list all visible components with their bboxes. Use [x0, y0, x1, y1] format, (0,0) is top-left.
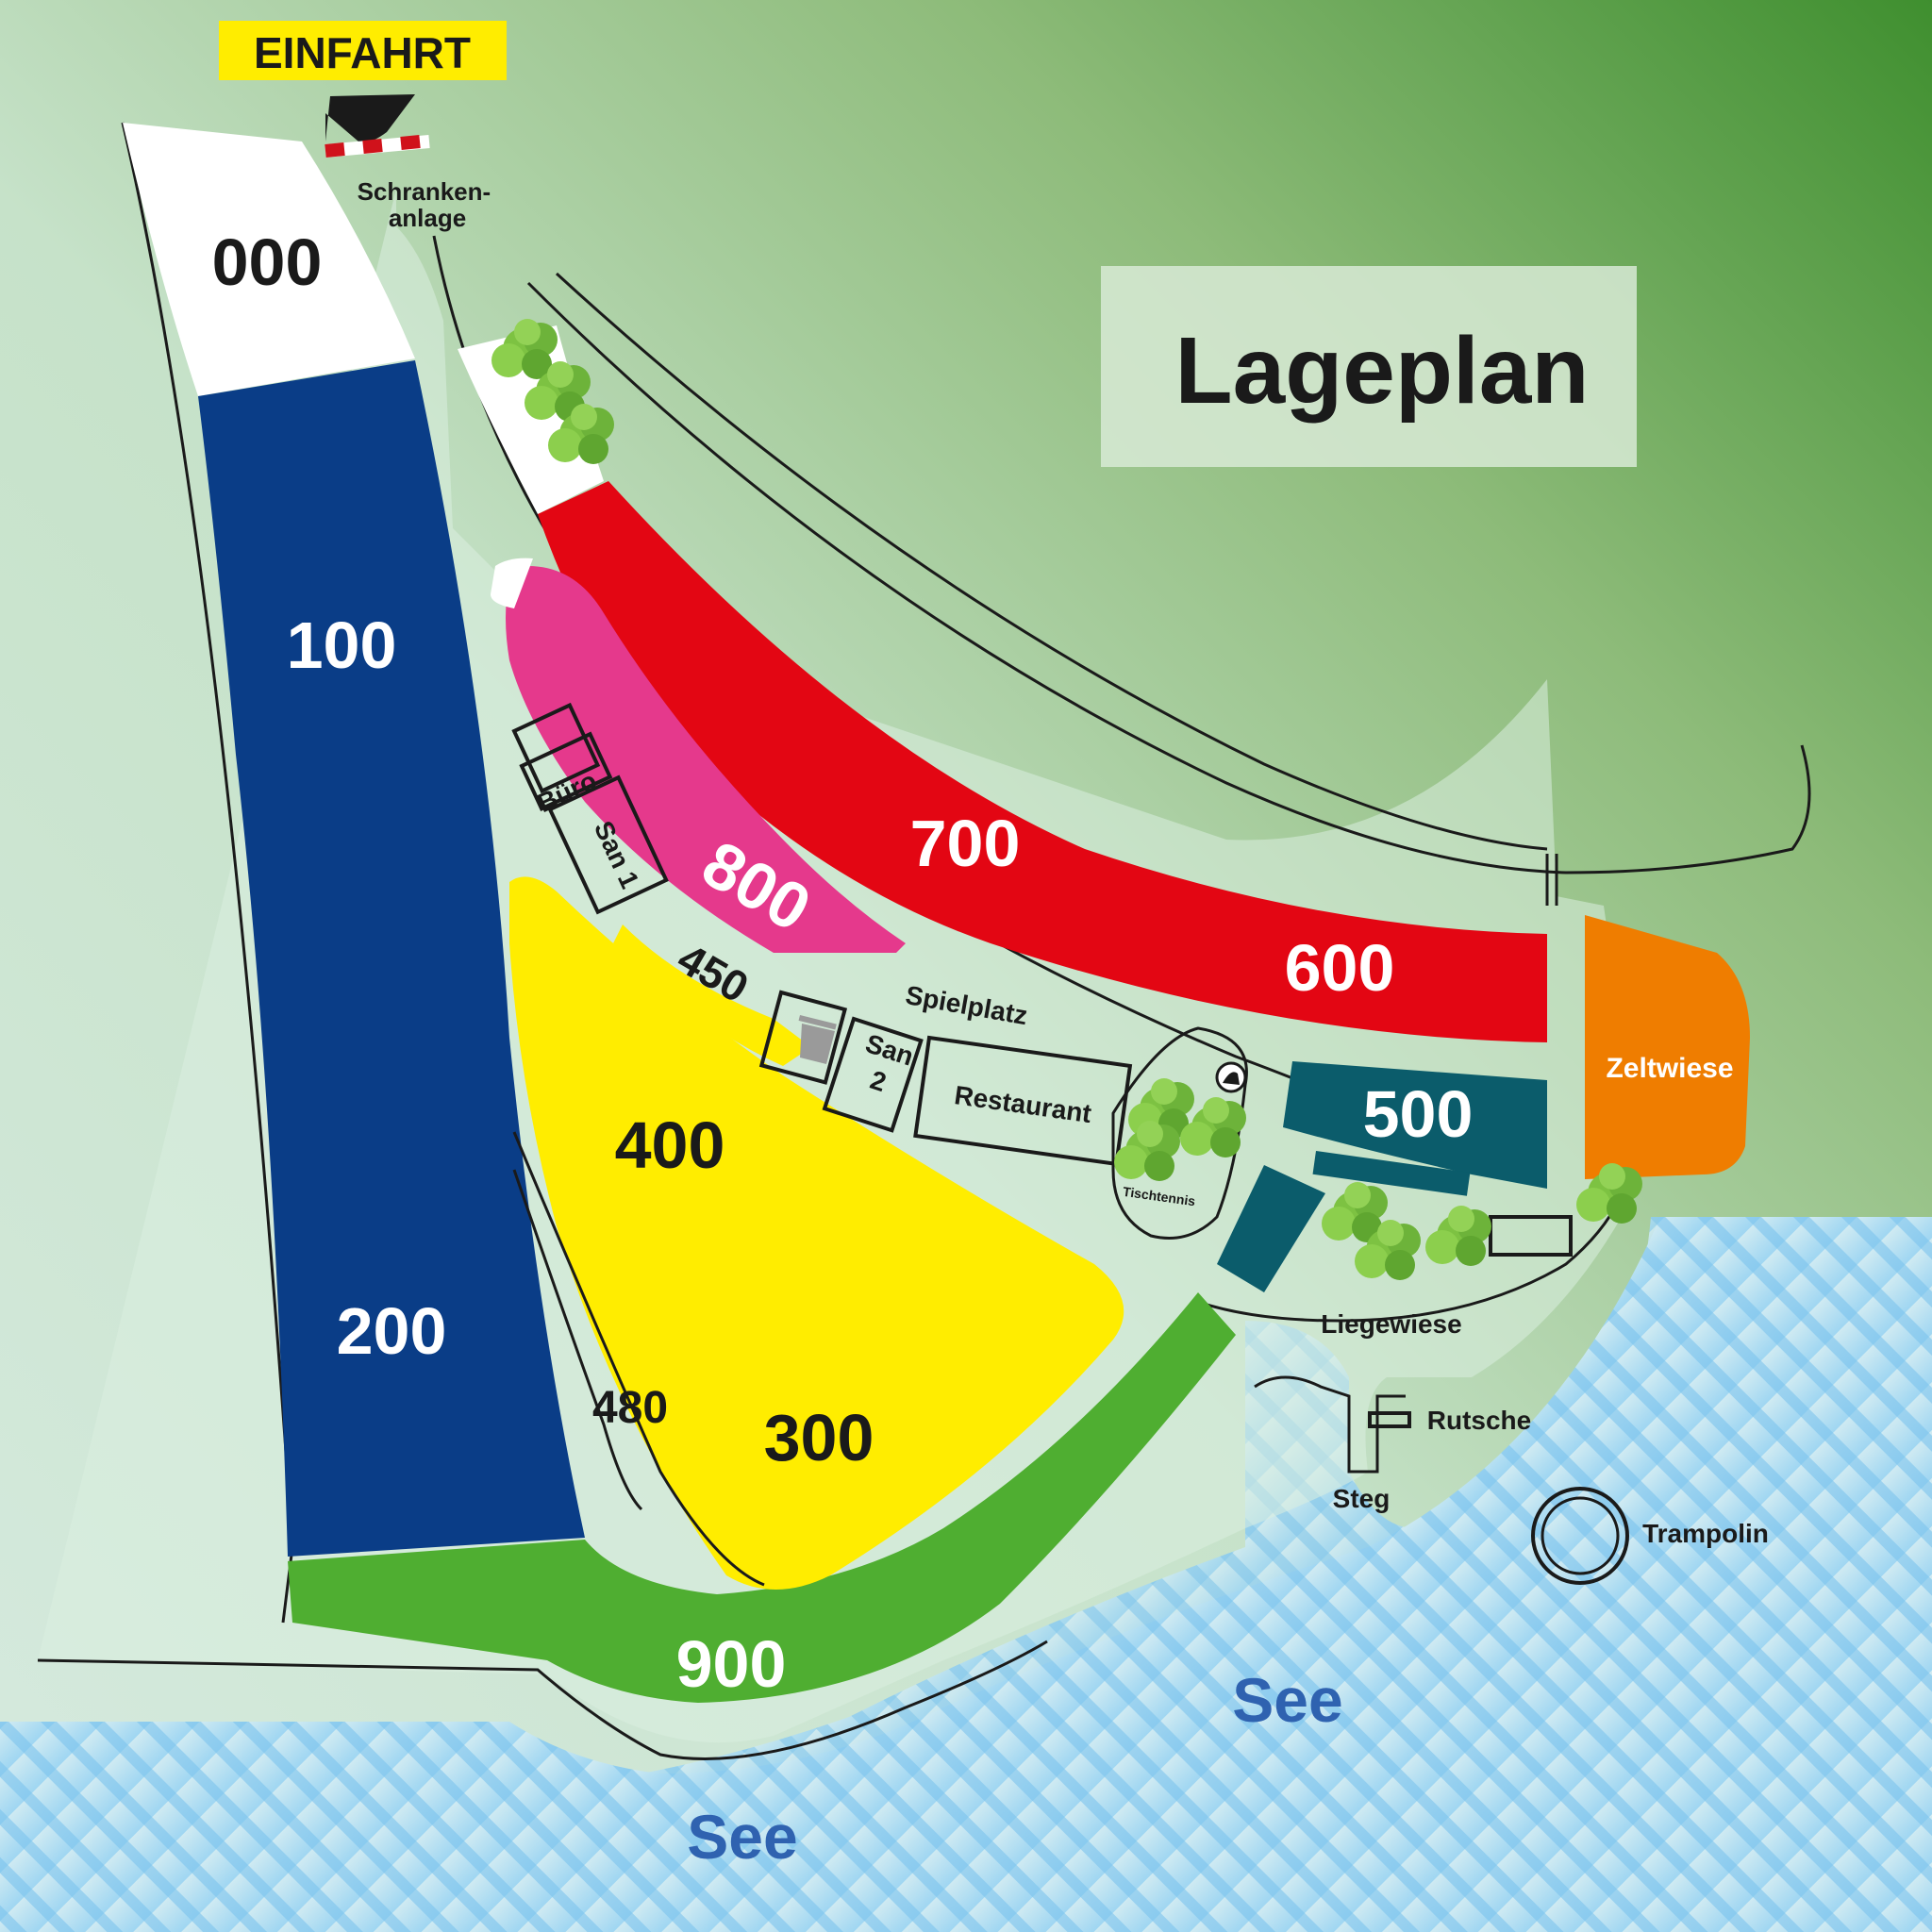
barrier-icon	[325, 135, 430, 158]
lake-label-2: See	[687, 1802, 797, 1872]
building-san1[interactable]	[547, 774, 669, 915]
zone-label-200: 200	[337, 1294, 447, 1368]
zone-label-000: 000	[212, 225, 323, 299]
trampolin-icon	[1531, 1487, 1629, 1585]
zone-label-100: 100	[287, 608, 397, 682]
zone-zeltwiese[interactable]	[1585, 915, 1750, 1179]
zone-900[interactable]	[288, 1292, 1236, 1703]
zone-800[interactable]	[506, 566, 906, 953]
zone-label-300: 300	[764, 1401, 874, 1474]
road-edge	[555, 272, 1548, 851]
zone-label-600: 600	[1285, 931, 1395, 1005]
building-buero[interactable]	[511, 702, 613, 811]
zone-label-480: 480	[592, 1383, 668, 1433]
page-title: Lageplan	[1175, 318, 1590, 424]
zone-400-300[interactable]	[509, 876, 1124, 1590]
zone-500-side[interactable]	[1217, 1165, 1325, 1292]
zone-label-700: 700	[910, 807, 1021, 880]
zone-label-zeltwiese: Zeltwiese	[1606, 1053, 1733, 1084]
zone-700-600[interactable]	[538, 481, 1547, 1042]
road-edge	[1545, 854, 1558, 906]
zone-450[interactable]	[613, 924, 811, 1066]
road-edge	[526, 281, 1811, 874]
trash-bin-icon	[758, 990, 848, 1085]
title-box	[1101, 266, 1637, 467]
zone-480-divider	[512, 1131, 765, 1587]
building-san2[interactable]	[822, 1016, 924, 1133]
arrow-down-right-icon	[325, 94, 415, 143]
facility-label-rutsche: Rutsche	[1427, 1406, 1531, 1435]
road-edge	[1254, 1375, 1406, 1474]
building-restaurant[interactable]	[913, 1035, 1133, 1167]
road-edge	[1197, 1159, 1634, 1323]
entrance-label-bg	[219, 21, 507, 80]
water-tap-icon	[1215, 1061, 1247, 1093]
facility-label-liegewiese: Liegewiese	[1321, 1309, 1461, 1339]
zone-000[interactable]	[123, 123, 415, 396]
entrance-label: EINFAHRT	[254, 28, 471, 77]
zone-500[interactable]	[1283, 1061, 1547, 1189]
zone-500-strip[interactable]	[1312, 1151, 1471, 1196]
rutsche-shape	[1368, 1411, 1411, 1428]
barrier-label: Schranken- anlage	[358, 177, 498, 232]
lake-shore-area	[491, 1217, 1932, 1932]
zone-480-divider	[512, 1169, 643, 1511]
road-edge	[37, 1640, 1048, 1760]
road-edge	[121, 122, 294, 1624]
small-building	[1489, 1215, 1573, 1257]
zone-label-500: 500	[1363, 1077, 1474, 1151]
zone-100-200[interactable]	[198, 360, 585, 1557]
zone-label-900: 900	[676, 1627, 787, 1701]
lake-label-1: See	[1232, 1665, 1342, 1735]
facility-label-steg: Steg	[1333, 1484, 1391, 1513]
zone-800-white-cap	[491, 558, 533, 608]
zone-label-400: 400	[615, 1108, 725, 1182]
facility-label-trampolin: Trampolin	[1642, 1519, 1769, 1548]
